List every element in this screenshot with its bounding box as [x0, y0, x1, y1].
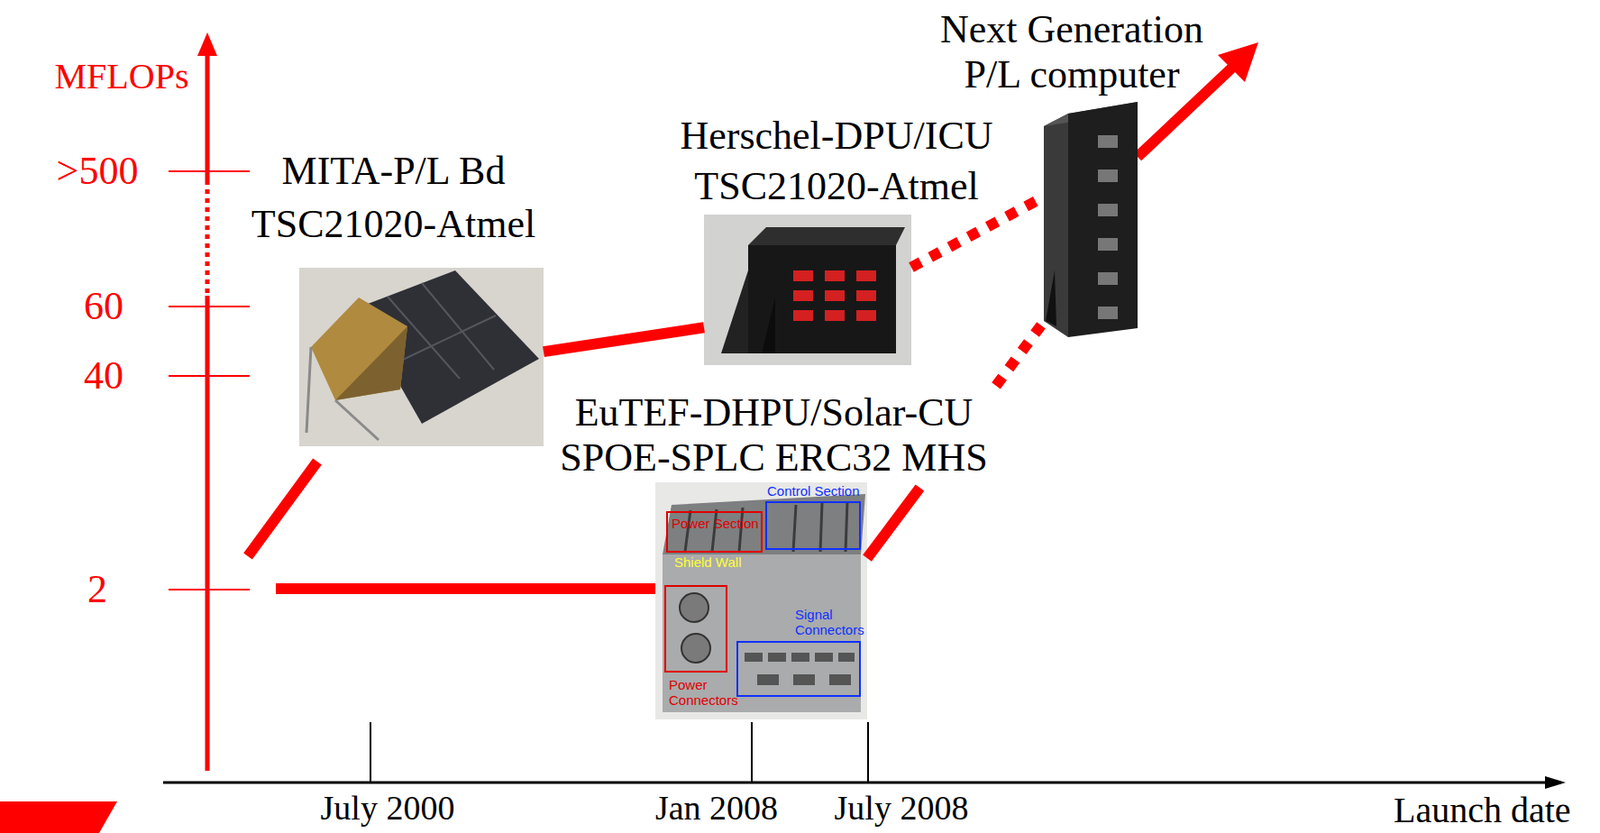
corner-mark [0, 801, 118, 833]
connector [824, 310, 845, 321]
unit-caption: Next Generation P/L computer [939, 7, 1205, 98]
herschel-photo [704, 214, 912, 366]
photo-callout: Power Section [671, 516, 759, 532]
tick-label: 60 [83, 283, 124, 330]
connector [1097, 203, 1118, 217]
y-axis [205, 52, 211, 771]
x-tick [369, 722, 372, 783]
y-tick [168, 305, 250, 308]
signal-connector [791, 652, 810, 662]
photo-callout: Shield Wall [674, 555, 741, 571]
y-axis-arrowhead [197, 32, 218, 56]
photo-callout: Power Connectors [668, 677, 739, 708]
photo-node: MITA-P/L Bd TSC21020-Atmel [299, 267, 544, 447]
signal-connectors-frame [737, 641, 860, 696]
connector [824, 290, 845, 302]
y-tick [168, 588, 250, 591]
axis-break [204, 184, 211, 296]
unit-front [748, 245, 896, 354]
mita-photo [299, 267, 544, 447]
trend-connector [911, 198, 1042, 267]
power-connectors-frame [665, 585, 727, 672]
axis-title: MFLOPs [54, 55, 190, 98]
connector-segment [996, 325, 1042, 386]
signal-connector [768, 652, 787, 662]
photo-callout: Control Section [767, 484, 860, 500]
date-label: July 2000 [320, 790, 456, 825]
connector [793, 310, 814, 321]
strut [306, 347, 311, 433]
power-section-frame [667, 512, 762, 552]
card-slot [845, 501, 848, 552]
unit-caption: EuTEF-DHPU/Solar-CU SPOE-SPLC ERC32 MHS [558, 390, 989, 481]
satellite-body [310, 297, 408, 401]
tick-label: 2 [87, 566, 108, 613]
card-slot [820, 502, 823, 552]
fin [1045, 270, 1057, 327]
signal-connector [744, 652, 763, 662]
unit-top [662, 493, 866, 555]
connector-segment [911, 198, 1042, 267]
power-connector [681, 633, 711, 663]
signal-connector [838, 652, 855, 662]
x-tick [867, 722, 869, 783]
x-axis-arrowhead [1545, 776, 1566, 789]
fin [721, 270, 749, 354]
connector [856, 310, 877, 321]
axis-title: Launch date [1393, 792, 1572, 829]
strut [335, 400, 379, 440]
connector [1097, 135, 1118, 148]
trend-line [247, 461, 318, 557]
y-tick [168, 374, 250, 377]
panel-grid [421, 283, 494, 370]
power-connector [679, 593, 709, 622]
connector [856, 270, 877, 282]
connector [793, 270, 814, 282]
connector [1097, 237, 1118, 251]
tick-label: 40 [83, 353, 124, 400]
connector [1097, 169, 1118, 183]
y-tick [168, 170, 250, 173]
x-tick [750, 722, 753, 783]
connector-segment [543, 327, 704, 352]
unit-caption: Herschel-DPU/ICU TSC21020-Atmel [678, 110, 995, 212]
connector [1097, 272, 1118, 285]
trend-connector [543, 327, 704, 352]
unit-caption: MITA-P/L Bd TSC21020-Atmel [250, 144, 538, 251]
signal-connector [814, 652, 833, 662]
date-label: July 2008 [834, 790, 970, 825]
date-label: Jan 2008 [655, 790, 778, 825]
photo-callout: Signal Connectors [795, 607, 865, 638]
connector [824, 270, 845, 282]
control-section-frame [766, 502, 860, 549]
unit-top [748, 227, 906, 246]
card-slot [793, 504, 796, 552]
signal-connector [829, 674, 851, 686]
connector-segment [867, 487, 920, 558]
eutef-photo [655, 482, 868, 720]
connector [856, 290, 877, 302]
trend-arrowhead [1217, 42, 1259, 83]
tick-label: >500 [56, 148, 139, 195]
unit-front [1068, 101, 1138, 338]
signal-connector [757, 674, 779, 686]
fin [761, 297, 776, 354]
connector [1097, 306, 1118, 320]
photo-node: Herschel-DPU/ICU TSC21020-Atmel [704, 214, 912, 366]
unit-side [1043, 113, 1069, 338]
satellite-body-shade [335, 326, 408, 401]
photo-node: Next Generation P/L computer [1041, 101, 1153, 338]
trend-line [275, 583, 668, 595]
signal-connector [793, 674, 815, 686]
connector [793, 290, 814, 302]
